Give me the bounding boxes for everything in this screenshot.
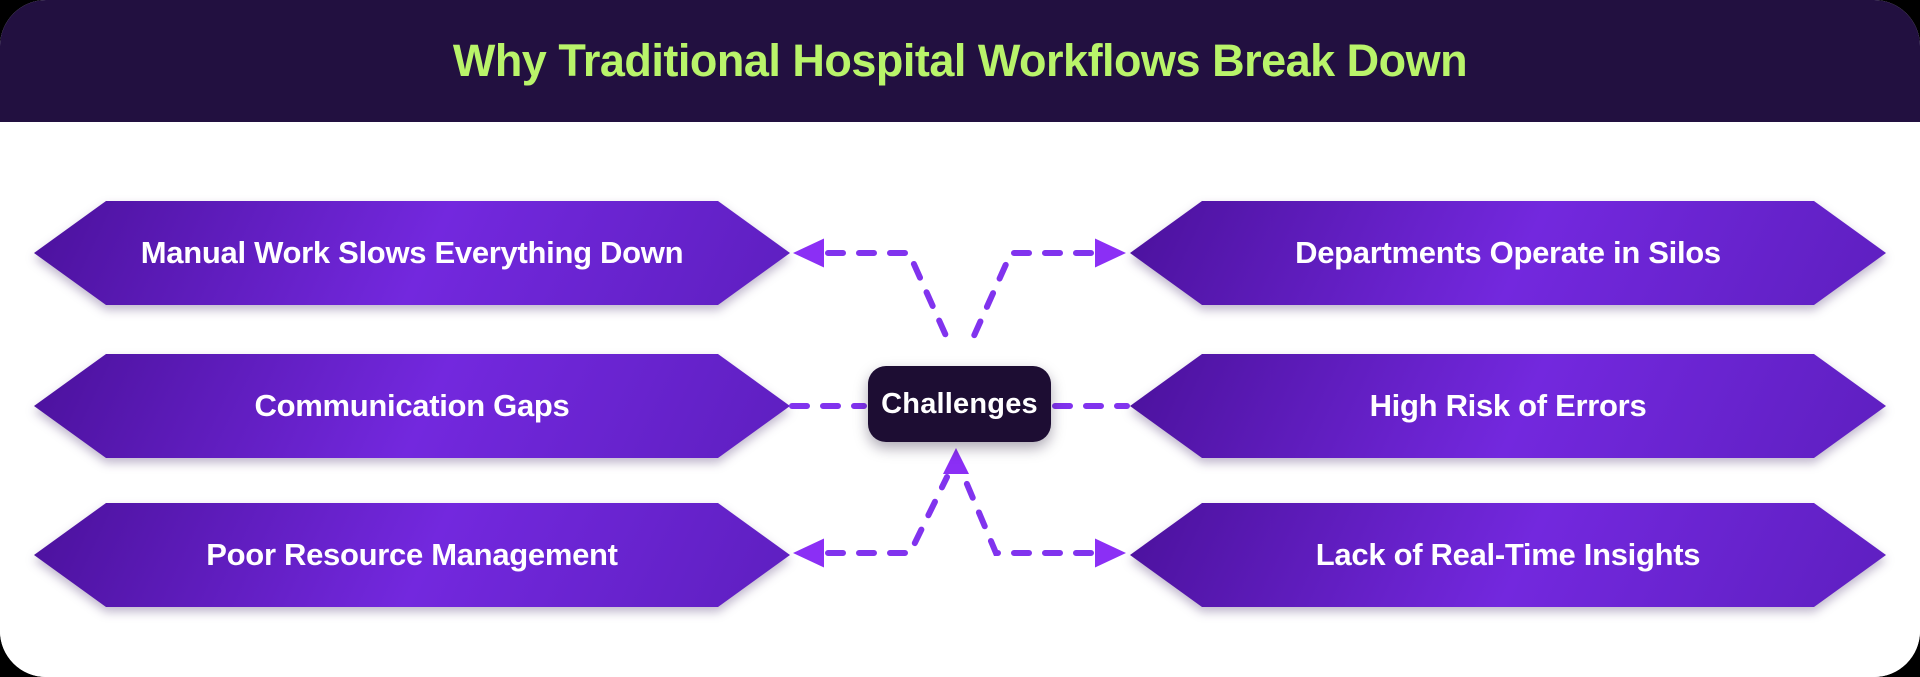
box-label: Departments Operate in Silos <box>1295 235 1721 270</box>
connector-top-right <box>966 250 1094 350</box>
challenges-node-label: Challenges <box>881 387 1038 420</box>
box-label: Lack of Real-Time Insights <box>1315 537 1701 572</box>
page-title: Why Traditional Hospital Workflows Break… <box>452 35 1468 86</box>
box-label: Communication Gaps <box>254 388 570 423</box>
challenge-box-communication-gaps: Communication Gaps <box>34 354 790 458</box>
box-label: High Risk of Errors <box>1369 388 1647 423</box>
arrowheads <box>793 238 1126 568</box>
hexagon-banner: Manual Work Slows Everything Down <box>34 201 790 305</box>
dashed-lines <box>789 250 1130 556</box>
challenge-box-poor-resource-management: Poor Resource Management <box>34 503 790 607</box>
challenge-box-high-risk-errors: High Risk of Errors <box>1130 354 1886 458</box>
header-band: Why Traditional Hospital Workflows Break… <box>0 0 1920 122</box>
arrowhead-up-center-icon <box>943 448 969 474</box>
hexagon-banner: Departments Operate in Silos <box>1130 201 1886 305</box>
arrowhead-right-bottom-icon <box>1095 538 1126 568</box>
arrowhead-right-top-icon <box>1095 238 1126 268</box>
challenge-box-lack-realtime-insights: Lack of Real-Time Insights <box>1130 503 1886 607</box>
arrowhead-left-bottom-icon <box>793 538 824 568</box>
challenge-box-manual-work: Manual Work Slows Everything Down <box>34 201 790 305</box>
challenges-node: Challenges <box>868 366 1051 442</box>
hexagon-banner: Communication Gaps <box>34 354 790 458</box>
hexagon-banner: High Risk of Errors <box>1130 354 1886 458</box>
connector-bottom-left <box>825 474 950 556</box>
box-label: Manual Work Slows Everything Down <box>140 235 684 270</box>
hexagon-banner: Poor Resource Management <box>34 503 790 607</box>
arrowhead-left-top-icon <box>793 238 824 268</box>
connector-bottom-right <box>961 474 1094 556</box>
challenge-box-departments-silos: Departments Operate in Silos <box>1130 201 1886 305</box>
box-label: Poor Resource Management <box>206 537 618 572</box>
connector-top-left <box>825 250 954 350</box>
hexagon-banner: Lack of Real-Time Insights <box>1130 503 1886 607</box>
